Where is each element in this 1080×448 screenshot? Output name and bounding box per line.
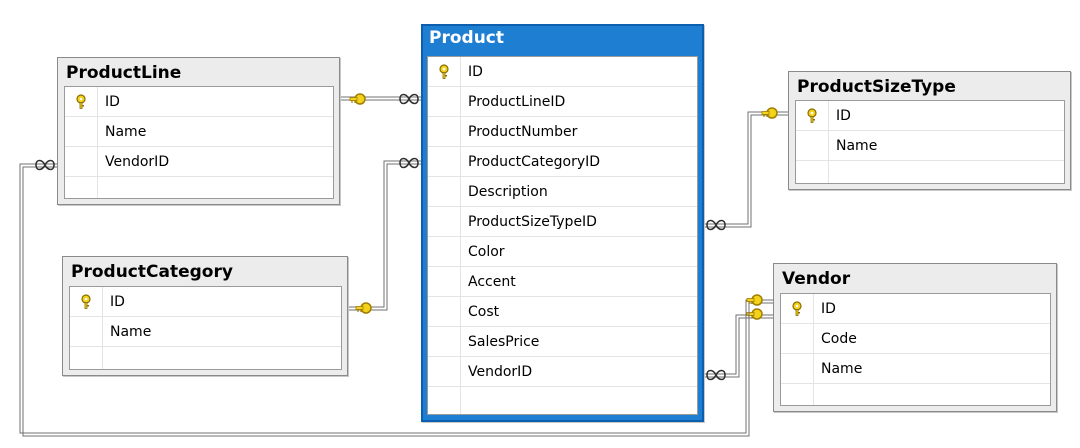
table-product[interactable]: Product ID ProductLineID ProductNumber P… xyxy=(421,24,704,422)
infinity-end-icon xyxy=(706,369,726,381)
column-name: ID xyxy=(821,301,836,317)
column-row[interactable]: Name xyxy=(796,131,1064,161)
column-name: Accent xyxy=(468,274,516,290)
column-name: ID xyxy=(836,108,851,124)
column-name: Cost xyxy=(468,304,500,320)
column-row[interactable]: Name xyxy=(65,117,333,147)
key-end-icon xyxy=(760,106,779,120)
column-name: Color xyxy=(468,244,505,260)
column-name: Name xyxy=(110,324,152,340)
column-row[interactable]: ID xyxy=(428,57,697,87)
column-row[interactable]: Color xyxy=(428,237,697,267)
column-row[interactable]: ID xyxy=(70,287,341,317)
rel-productsizetype-product xyxy=(703,106,788,231)
column-name: Name xyxy=(105,124,147,140)
column-row[interactable]: ID xyxy=(65,87,333,117)
rel-productline-product xyxy=(340,92,422,106)
column-name: ProductNumber xyxy=(468,124,578,140)
table-productcategory[interactable]: ProductCategory ID Name xyxy=(62,256,348,376)
rel-vendor-product xyxy=(703,307,773,381)
column-name: VendorID xyxy=(468,364,533,380)
column-name: Name xyxy=(836,138,878,154)
key-end-icon xyxy=(745,293,764,307)
column-grid: ID Name VendorID xyxy=(64,86,334,199)
column-grid: ID Name xyxy=(69,286,342,370)
column-row[interactable]: Cost xyxy=(428,297,697,327)
column-row[interactable]: SalesPrice xyxy=(428,327,697,357)
column-name: VendorID xyxy=(105,154,170,170)
key-icon xyxy=(807,108,817,123)
column-name: ProductCategoryID xyxy=(468,154,601,170)
column-name: Code xyxy=(821,331,857,347)
column-row[interactable]: ID xyxy=(796,101,1064,131)
column-row[interactable]: Name xyxy=(70,317,341,347)
column-grid: ID Code Name xyxy=(780,293,1051,406)
column-name: ProductLineID xyxy=(468,94,566,110)
rel-vendor-productline xyxy=(19,159,773,437)
column-name: ID xyxy=(110,294,125,310)
key-icon xyxy=(76,94,86,109)
column-row[interactable]: ProductSizeTypeID xyxy=(428,207,697,237)
column-name: ID xyxy=(105,94,120,110)
column-row[interactable]: ID xyxy=(781,294,1050,324)
key-end-icon xyxy=(348,92,367,106)
table-title: ProductLine xyxy=(66,63,182,83)
column-row[interactable]: Name xyxy=(781,354,1050,384)
column-name: Name xyxy=(821,361,863,377)
column-row[interactable]: ProductCategoryID xyxy=(428,147,697,177)
column-row[interactable]: ProductNumber xyxy=(428,117,697,147)
column-name: ProductSizeTypeID xyxy=(468,214,597,230)
table-title: ProductSizeType xyxy=(797,77,956,97)
column-name: Description xyxy=(468,184,548,200)
key-end-icon xyxy=(354,301,373,315)
rel-productcategory-product xyxy=(348,157,422,315)
infinity-end-icon xyxy=(399,157,419,169)
table-title: Vendor xyxy=(782,269,851,289)
table-productsizetype[interactable]: ProductSizeType ID Name xyxy=(788,71,1071,190)
column-grid: ID Name xyxy=(795,100,1065,184)
table-title: Product xyxy=(429,28,504,48)
infinity-end-icon xyxy=(35,159,55,171)
column-row[interactable]: ProductLineID xyxy=(428,87,697,117)
infinity-end-icon xyxy=(706,219,726,231)
column-row[interactable]: VendorID xyxy=(428,357,697,387)
column-name: SalesPrice xyxy=(468,334,540,350)
infinity-end-icon xyxy=(399,93,419,105)
key-icon xyxy=(439,64,449,79)
column-row[interactable]: Accent xyxy=(428,267,697,297)
table-vendor[interactable]: Vendor ID Code Name xyxy=(773,263,1057,412)
column-row[interactable]: Code xyxy=(781,324,1050,354)
table-title: ProductCategory xyxy=(71,262,233,282)
table-productline[interactable]: ProductLine ID Name VendorID xyxy=(57,57,340,205)
column-row[interactable]: Description xyxy=(428,177,697,207)
column-grid: ID ProductLineID ProductNumber ProductCa… xyxy=(427,56,698,415)
key-icon xyxy=(792,301,802,316)
column-row[interactable]: VendorID xyxy=(65,147,333,177)
column-name: ID xyxy=(468,64,483,80)
key-icon xyxy=(81,294,91,309)
